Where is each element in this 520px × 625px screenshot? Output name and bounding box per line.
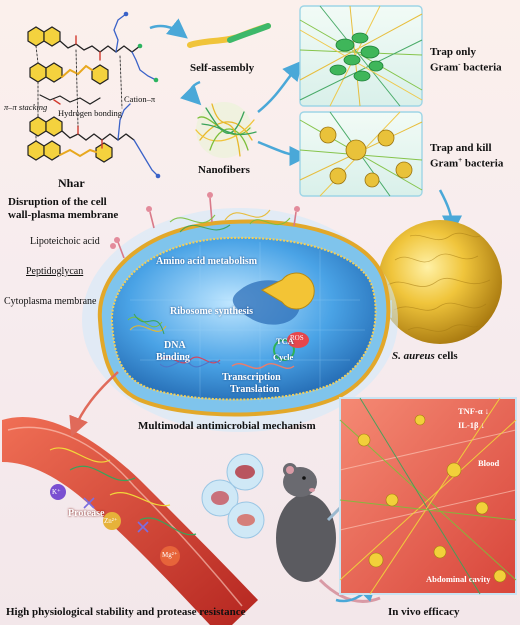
gram-positive-panel <box>299 111 423 197</box>
mouse-figure <box>276 463 381 603</box>
ros-label: ROS <box>290 334 304 342</box>
disruption-label-2: wall-plasma membrane <box>8 209 119 221</box>
blood-label: Blood <box>478 458 500 468</box>
gram-positive-line1: Trap and kill <box>430 142 492 154</box>
disruption-label-1: Disruption of the cell <box>8 196 107 208</box>
gram-positive-line2: Gram+ bacteria <box>430 156 504 170</box>
organ-samples <box>201 453 265 539</box>
nanofiber-cluster <box>195 102 257 158</box>
lipoteichoic-label: Lipoteichoic acid <box>30 236 100 247</box>
cation-pi-label: Cation–π <box>124 94 156 104</box>
cytoplasma-membrane-label: Cytoplasma membrane <box>4 296 97 307</box>
tnf-label: TNF-α ↓ <box>458 406 489 416</box>
nanofibers-label: Nanofibers <box>198 164 250 176</box>
potassium-label: K⁺ <box>52 488 61 496</box>
stability-caption: High physiological stability and proteas… <box>6 606 246 618</box>
blood-vessel <box>2 416 258 625</box>
self-assembly-strand <box>187 23 271 48</box>
mechanism-caption: Multimodal antimicrobial mechanism <box>138 420 316 432</box>
magnesium-label: Mg²⁺ <box>162 551 178 559</box>
transcription-label: Transcription <box>222 372 281 383</box>
tca-label-2: Cycle <box>273 352 294 362</box>
hydrogen-bonding-label: Hydrogen bonding <box>58 108 122 118</box>
in-vivo-panel <box>339 397 517 595</box>
amino-acid-metabolism-label: Amino acid metabolism <box>156 256 258 267</box>
dna-binding-label-1: DNA <box>164 340 186 351</box>
pi-pi-stacking-label: π–π stacking <box>4 102 48 112</box>
gram-negative-line1: Trap only <box>430 46 476 58</box>
nhar-molecule-structure <box>27 11 161 179</box>
dna-binding-label-2: Binding <box>156 352 190 363</box>
il-label: IL-1β ↓ <box>458 420 485 430</box>
nhar-label: Nhar <box>58 176 85 190</box>
zinc-label: Zn²⁺ <box>104 517 118 525</box>
tca-label-1: TCA <box>276 336 294 346</box>
bacterial-cell <box>82 192 398 432</box>
in-vivo-caption: In vivo efficacy <box>388 606 460 618</box>
peptidoglycan-label: Peptidoglycan <box>26 266 84 277</box>
translation-label: Translation <box>230 384 280 395</box>
gram-negative-panel <box>299 5 423 107</box>
gram-negative-line2: Gram- bacteria <box>430 60 502 74</box>
s-aureus-label: S. aureus cells <box>392 350 458 362</box>
cell-to-vessel-arrow <box>69 371 119 437</box>
abdominal-cavity-label: Abdominal cavity <box>426 574 491 584</box>
self-assembly-label: Self-assembly <box>190 62 255 74</box>
protease-label: Protease <box>68 508 105 519</box>
ribosome-synthesis-label: Ribosome synthesis <box>170 306 254 317</box>
